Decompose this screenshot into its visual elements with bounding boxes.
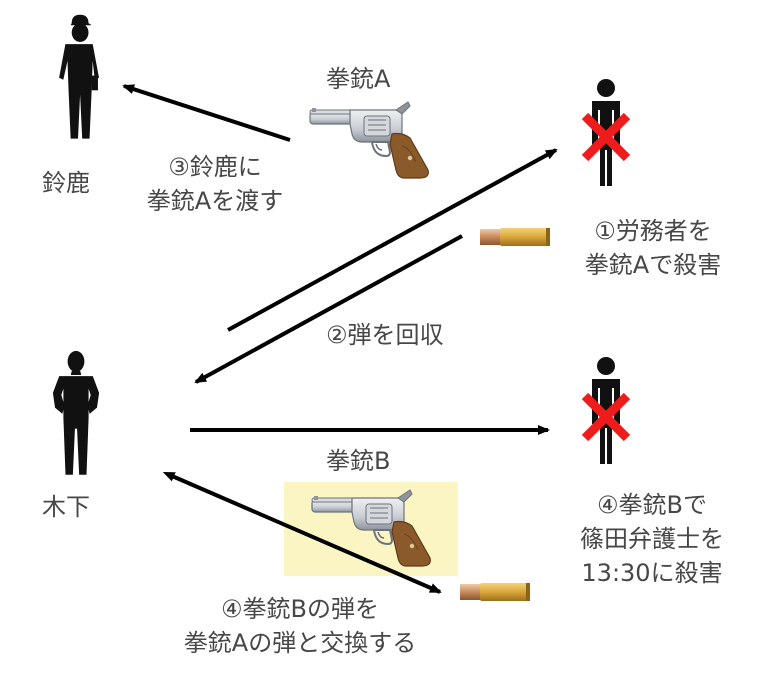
step4-kill-line3: 13:30に殺害 (581, 559, 723, 587)
step1-line1: ①労務者を (594, 217, 712, 245)
step3-label: ③鈴鹿に 拳銃Aを渡す (120, 150, 310, 218)
revolver-a-icon (309, 101, 430, 179)
person-label-kinoshita: 木下 (42, 493, 90, 521)
arrow-kill-laborer (227, 148, 558, 332)
victim-laborer-icon (585, 79, 627, 186)
kinoshita-silhouette-icon (52, 350, 100, 475)
arrow-recover-bullet (194, 234, 463, 384)
step4-swap-label: ④拳銃Bの弾を 拳銃Aの弾と交換する (160, 592, 440, 660)
step1-line2: 拳銃Aで殺害 (584, 251, 722, 279)
step4-swap-line2: 拳銃Aの弾と交換する (183, 629, 417, 657)
gun-b-label: 拳銃B (326, 447, 391, 475)
step4-swap-line1: ④拳銃Bの弾を (221, 595, 379, 623)
revolver-b-icon (311, 489, 432, 567)
bullet-icon (480, 228, 550, 246)
step1-label: ①労務者を 拳銃Aで殺害 (564, 214, 742, 282)
step4-kill-line2: 篠田弁護士を (580, 525, 724, 553)
step4-kill-line1: ④拳銃Bで (597, 491, 707, 519)
arrow-give-gun-a (122, 84, 291, 142)
gun-a-label: 拳銃A (326, 65, 391, 93)
bullet-icon (460, 583, 530, 601)
step2-label: ②弾を回収 (326, 321, 444, 349)
step3-line1: ③鈴鹿に (168, 153, 262, 181)
step4-kill-label: ④拳銃Bで 篠田弁護士を 13:30に殺害 (556, 488, 748, 590)
arrow-swap-bullets (162, 472, 442, 594)
victim-lawyer-icon (585, 357, 627, 464)
person-label-suzushika: 鈴鹿 (42, 169, 90, 197)
step3-line2: 拳銃Aを渡す (146, 187, 284, 215)
suzushika-silhouette-icon (59, 14, 99, 139)
